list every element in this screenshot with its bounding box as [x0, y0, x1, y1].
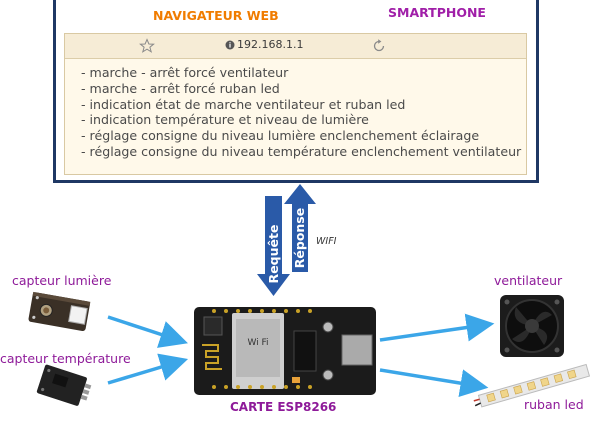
response-label: Réponse	[292, 208, 307, 268]
list-item: - indication état de marche ventilateur …	[81, 96, 406, 112]
light-signal-arrow	[107, 315, 188, 348]
led-strip-label: ruban led	[524, 397, 584, 412]
led-strip-image	[473, 363, 591, 408]
fan-signal-arrow	[379, 313, 495, 342]
request-label: Requête	[266, 225, 281, 284]
reload-icon[interactable]	[371, 38, 387, 54]
wifi-label: WIFI	[316, 236, 337, 247]
list-item: - réglage consigne du niveau lumière enc…	[81, 128, 480, 144]
info-icon	[225, 40, 235, 50]
fan-image	[500, 295, 564, 357]
device-title: SMARTPHONE	[388, 5, 486, 20]
address-bar[interactable]: 192.168.1.1	[65, 34, 526, 59]
response-arrow	[284, 184, 316, 272]
fan-label: ventilateur	[494, 273, 563, 288]
temp-sensor-image	[36, 364, 92, 406]
light-sensor-image	[28, 291, 91, 332]
svg-text:Wi Fi: Wi Fi	[247, 338, 268, 348]
browser-panel: 192.168.1.1 - marche - arrêt forcé venti…	[64, 33, 527, 175]
wifi-link: Requête Réponse	[257, 184, 316, 296]
browser-title: NAVIGATEUR WEB	[153, 8, 279, 23]
board-label: CARTE ESP8266	[230, 400, 337, 414]
led-signal-arrow	[379, 368, 489, 397]
list-item: - indication température et niveau de lu…	[81, 112, 369, 128]
esp8266-board-image: Wi Fi	[194, 307, 376, 395]
list-item: - réglage consigne du niveau température…	[81, 143, 522, 159]
star-icon[interactable]	[139, 38, 155, 54]
light-sensor-label: capteur lumière	[12, 273, 112, 288]
list-item: - marche - arrêt forcé ventilateur	[81, 65, 289, 80]
list-item: - marche - arrêt forcé ruban led	[81, 80, 280, 96]
temp-sensor-label: capteur température	[0, 351, 131, 366]
request-arrow	[257, 196, 290, 296]
feature-list: - marche - arrêt forcé ventilateur - mar…	[81, 65, 521, 160]
url-text[interactable]: 192.168.1.1	[237, 38, 304, 51]
